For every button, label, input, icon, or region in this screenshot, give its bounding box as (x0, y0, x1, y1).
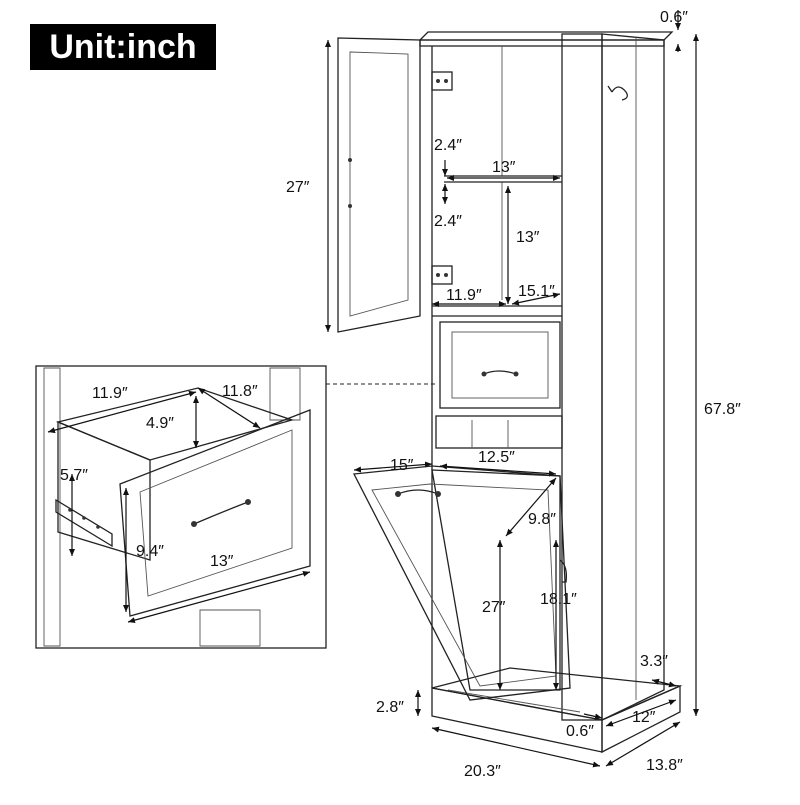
label-shelf-gap-top: 2.4″ (434, 137, 462, 154)
label-hamper-height: 27″ (482, 599, 506, 616)
label-drawer-depth-outer: 11.9″ (92, 385, 128, 402)
label-base-depth: 12″ (632, 709, 656, 726)
label-total-width: 20.3″ (464, 763, 501, 780)
label-base-height: 2.8″ (376, 699, 404, 716)
label-shelf-gap-bottom: 2.4″ (434, 213, 462, 230)
label-top-thickness: 0.6″ (660, 9, 688, 26)
label-total-height: 67.8″ (704, 401, 741, 418)
label-inner-width-full: 15.1″ (518, 283, 555, 300)
label-drawer-inner-height: 4.9″ (146, 415, 174, 432)
dimension-lines (47, 10, 699, 768)
label-total-depth: 13.8″ (646, 757, 683, 774)
label-side-inset: 3.3″ (640, 653, 668, 670)
label-drawer-depth-inner: 11.8″ (222, 383, 258, 400)
label-door-height: 27″ (286, 179, 310, 196)
label-hamper-depth: 9.8″ (528, 511, 556, 528)
label-drawer-front-height: 9.4″ (136, 543, 164, 560)
label-hamper-inner-width: 12.5″ (478, 449, 515, 466)
label-inner-width: 13″ (492, 159, 516, 176)
label-base-inset: 0.6″ (566, 723, 594, 740)
dimension-labels: 0.6″ 27″ 2.4″ 2.4″ 13″ 13″ 11.9″ 15.1″ 6… (60, 9, 741, 780)
label-hamper-width: 15″ (390, 457, 414, 474)
unit-label: Unit:inch (30, 24, 216, 70)
label-drawer-front-width: 13″ (210, 553, 234, 570)
upper-door (337, 37, 421, 333)
hamper-door (352, 465, 571, 701)
label-inner-height: 13″ (516, 229, 540, 246)
drawer-detail-inset (35, 365, 438, 649)
label-hamper-inner-height: 18.1″ (540, 591, 577, 608)
label-inner-depth: 11.9″ (446, 287, 482, 304)
label-drawer-side-height: 5.7″ (60, 467, 88, 484)
